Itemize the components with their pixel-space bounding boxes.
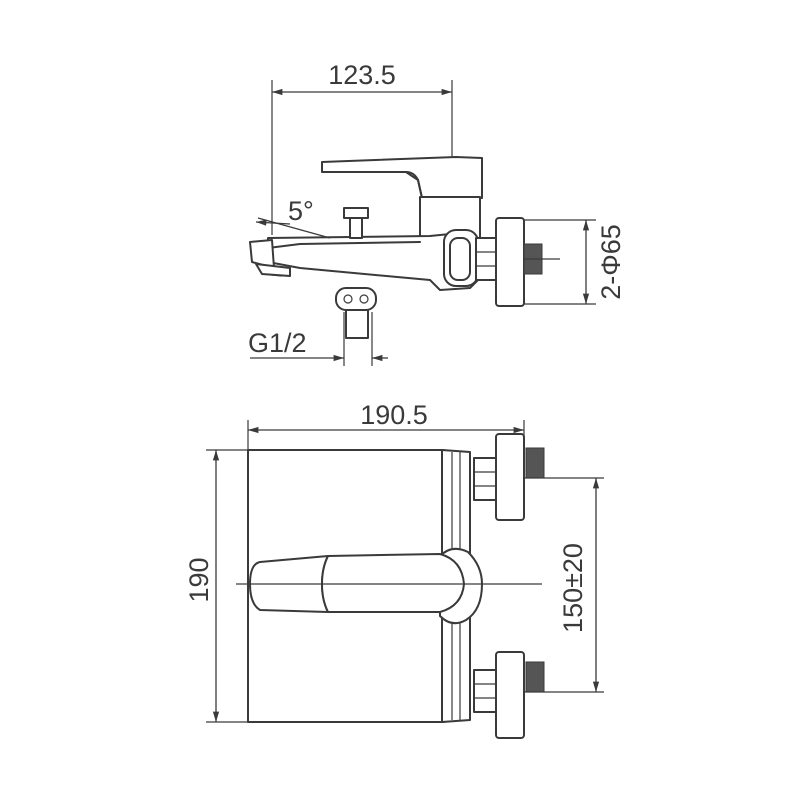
spout-outlet: [249, 239, 291, 277]
diverter-knob: [343, 207, 369, 239]
dimension-flange: 2-Φ65: [524, 219, 626, 305]
side-view: 123.5 5°: [248, 60, 626, 366]
dimension-width-front-label: 190.5: [360, 400, 428, 430]
bottom-connector-front: [473, 651, 604, 739]
dimension-thread: G1/2: [248, 312, 388, 366]
dimension-height-front-label: 190: [184, 557, 214, 602]
dimension-thread-label: G1/2: [248, 328, 307, 358]
dimension-angle: 5°: [255, 196, 331, 239]
dimension-flange-label: 2-Φ65: [596, 224, 626, 300]
wall-flange-side: [495, 217, 560, 307]
hose-connector: [335, 287, 377, 339]
handle-lever-side: [321, 156, 483, 199]
top-connector-front: [473, 433, 604, 521]
front-view: 190.5 190: [184, 400, 604, 739]
dimension-width-side: 123.5: [271, 60, 453, 235]
dimension-height-front: 190: [184, 449, 250, 723]
dimension-centers: 150±20: [558, 478, 600, 692]
handle-lever-front: [236, 547, 542, 625]
eccentric-connector-side: [443, 229, 497, 287]
dimension-width-side-label: 123.5: [328, 60, 396, 90]
dimension-centers-label: 150±20: [558, 543, 588, 633]
dimension-angle-label: 5°: [288, 196, 314, 226]
dimension-width-front: 190.5: [247, 400, 525, 452]
